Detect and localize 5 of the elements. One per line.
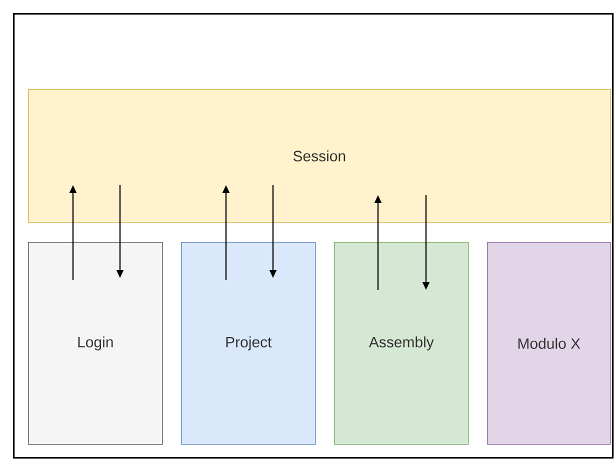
session-box: Session bbox=[28, 89, 611, 223]
module-box: Login bbox=[28, 242, 163, 445]
module-box: Project bbox=[181, 242, 316, 445]
module-box: Assembly bbox=[334, 242, 469, 445]
module-box: Modulo X bbox=[487, 242, 611, 445]
